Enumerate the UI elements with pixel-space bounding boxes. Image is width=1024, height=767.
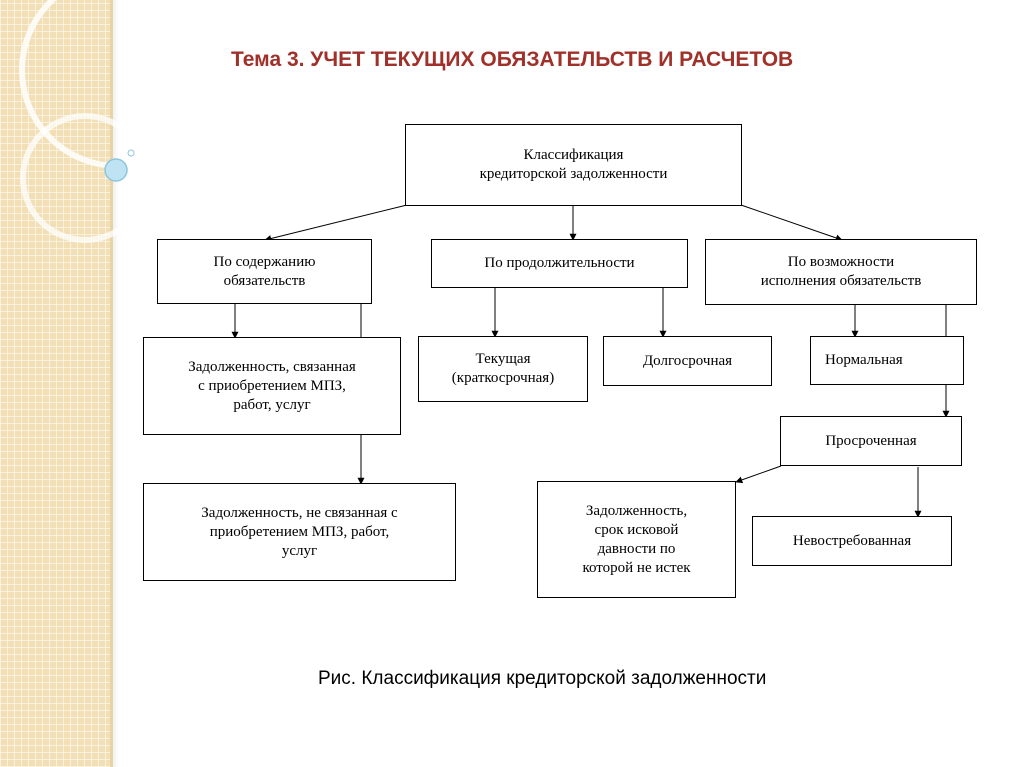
unrelated-box: Задолженность, не связанная с приобретен… — [143, 483, 456, 581]
current-box: Текущая (краткосрочная) — [418, 336, 588, 402]
not-expired-label: Задолженность, срок исковой давности по … — [582, 502, 691, 576]
unrelated-label: Задолженность, не связанная с приобретен… — [201, 504, 398, 559]
arrow-overdue-to-not-expired — [735, 465, 782, 484]
longterm-box: Долгосрочная — [603, 336, 772, 386]
arrow-root-to-execution — [740, 204, 843, 242]
side-panel-shadow — [113, 0, 119, 767]
normal-box: Нормальная — [810, 336, 964, 385]
unclaimed-label: Невостребованная — [792, 532, 912, 549]
normal-label: Нормальная — [825, 352, 903, 368]
decor-bubble-large — [104, 158, 128, 182]
slide-title: Тема 3. УЧЕТ ТЕКУЩИХ ОБЯЗАТЕЛЬСТВ И РАСЧ… — [231, 48, 794, 71]
related-box: Задолженность, связанная с приобретением… — [143, 337, 401, 435]
decorative-rings — [19, 0, 200, 243]
longterm-label: Долгосрочная — [642, 352, 733, 369]
by-duration-box: По продолжительности — [431, 239, 688, 288]
figure-caption: Рис. Классификация кредиторской задолжен… — [318, 668, 767, 689]
current-label: Текущая (краткосрочная) — [451, 351, 555, 386]
by-duration-label: По продолжительности — [484, 255, 635, 271]
root-box: Классификация кредиторской задолженности — [405, 124, 742, 206]
arrow-root-to-content — [264, 204, 408, 242]
decor-ring-small — [20, 113, 150, 243]
by-content-box: По содержанию обязательств — [157, 239, 372, 304]
root-label: Классификация кредиторской задолженности — [479, 147, 668, 182]
by-execution-box: По возможности исполнения обязательств — [705, 239, 977, 305]
overdue-label: Просроченная — [825, 432, 917, 449]
by-content-label: По содержанию обязательств — [213, 253, 316, 289]
not-expired-box: Задолженность, срок исковой давности по … — [537, 481, 736, 598]
decorative-side-panel — [0, 0, 113, 767]
related-label: Задолженность, связанная с приобретением… — [188, 358, 356, 413]
by-execution-label: По возможности исполнения обязательств — [760, 254, 922, 289]
overdue-box: Просроченная — [780, 416, 962, 466]
decor-bubble-small — [127, 149, 135, 157]
unclaimed-box: Невостребованная — [752, 516, 952, 566]
